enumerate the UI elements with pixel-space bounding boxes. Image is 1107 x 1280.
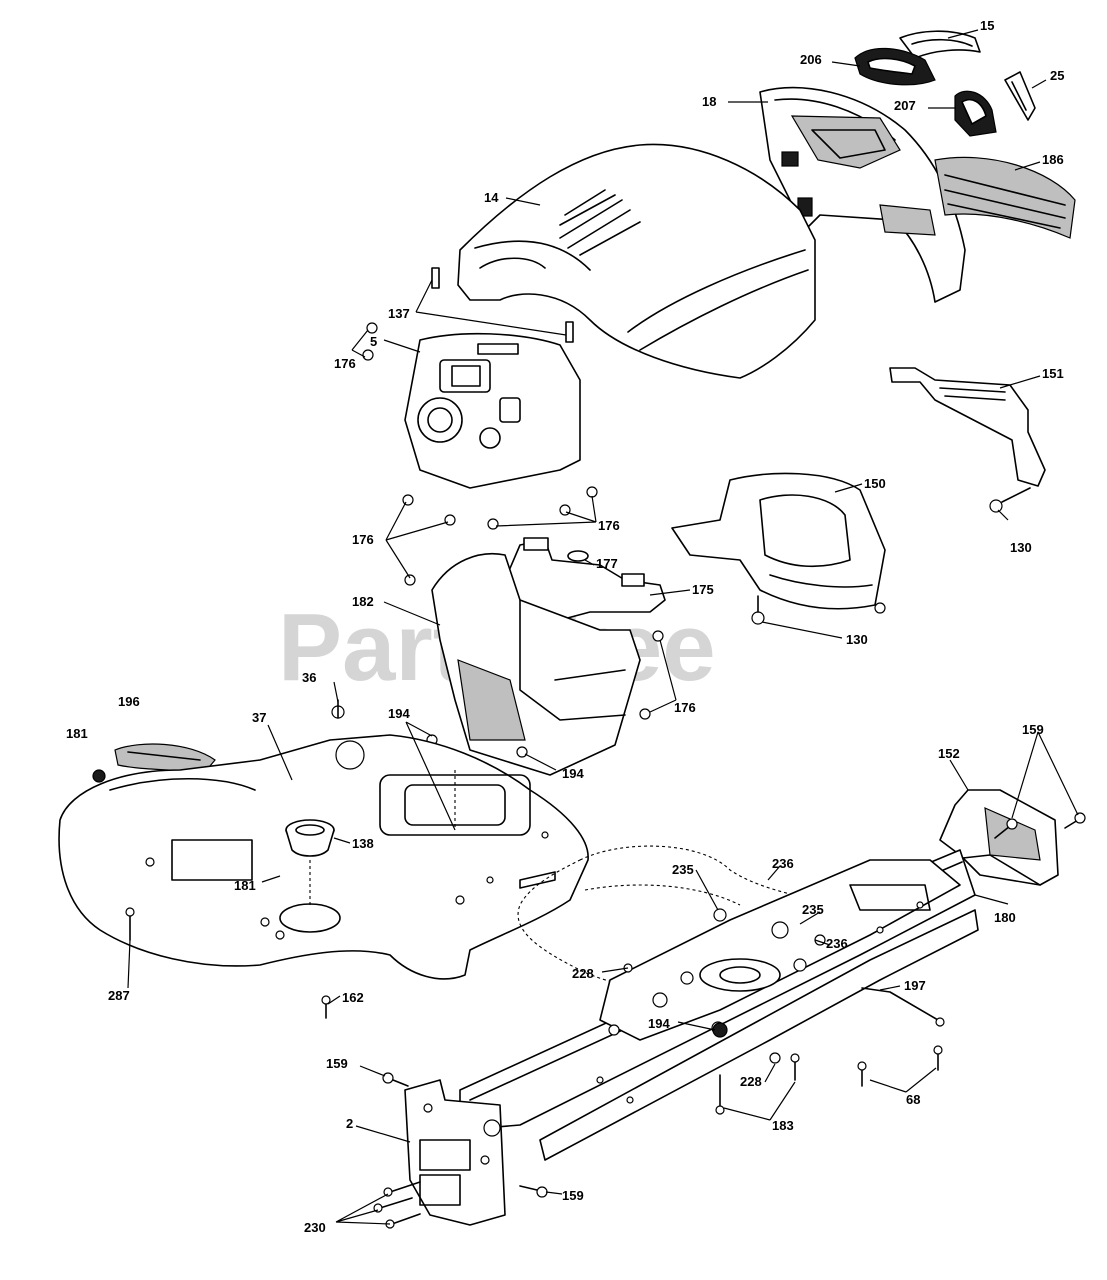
part-197-rod [861, 987, 945, 1027]
fasteners-lower [125, 770, 456, 1019]
callout-194-b: 194 [562, 766, 584, 781]
callout-180: 180 [994, 910, 1016, 925]
part-25-bracket [1004, 71, 1036, 121]
callout-197: 197 [904, 978, 926, 993]
callout-162: 162 [342, 990, 364, 1005]
callout-183: 183 [772, 1118, 794, 1133]
callout-194-a: 194 [388, 706, 410, 721]
fasteners-frame [373, 963, 943, 1229]
callout-176-b: 176 [598, 518, 620, 533]
callout-138: 138 [352, 836, 374, 851]
drive-belt [517, 845, 854, 989]
callout-159-b: 159 [326, 1056, 348, 1071]
leader-lines [127, 29, 1079, 1225]
part-182-shroud [431, 553, 641, 776]
callout-2: 2 [346, 1116, 353, 1131]
part-150-housing [671, 472, 886, 610]
callout-130-a: 130 [1010, 540, 1032, 555]
callout-68: 68 [906, 1092, 920, 1107]
part-206-headlight [854, 47, 936, 86]
callout-15: 15 [980, 18, 994, 33]
callout-176-c: 176 [352, 532, 374, 547]
fasteners-159-rear [994, 812, 1086, 839]
callout-177: 177 [596, 556, 618, 571]
part-207-headlight [954, 90, 997, 137]
callout-25: 25 [1050, 68, 1064, 83]
callout-5: 5 [370, 334, 377, 349]
callout-287: 287 [108, 988, 130, 1003]
part-138-cup [285, 819, 335, 905]
callout-150: 150 [864, 476, 886, 491]
part-175-bracket [504, 537, 666, 621]
callout-207: 207 [894, 98, 916, 113]
callout-186: 186 [1042, 152, 1064, 167]
callout-181-b: 181 [234, 878, 256, 893]
part-5-dash [404, 332, 581, 489]
callout-236-a: 236 [772, 856, 794, 871]
part-14-hood [457, 143, 816, 379]
callout-159-c: 159 [562, 1188, 584, 1203]
callout-194-c: 194 [648, 1016, 670, 1031]
callout-235-b: 235 [802, 902, 824, 917]
callout-182: 182 [352, 594, 374, 609]
fasteners-130 [751, 487, 1031, 625]
callout-36: 36 [302, 670, 316, 685]
callout-176-d: 176 [674, 700, 696, 715]
callout-152: 152 [938, 746, 960, 761]
callout-175: 175 [692, 582, 714, 597]
callout-176-a: 176 [334, 356, 356, 371]
callout-230: 230 [304, 1220, 326, 1235]
part-186-grille [934, 156, 1076, 239]
callout-137: 137 [388, 306, 410, 321]
callout-236-b: 236 [826, 936, 848, 951]
part-37-floorpan [58, 734, 589, 980]
callout-206: 206 [800, 52, 822, 67]
callout-18: 18 [702, 94, 716, 109]
part-137-pads [431, 267, 574, 343]
part-151-bracket [889, 367, 1046, 487]
callout-181-a: 181 [66, 726, 88, 741]
part-2-frame [404, 849, 979, 1226]
part-18-hood-front [759, 86, 966, 303]
callout-14: 14 [484, 190, 499, 205]
callout-labels: 15 206 25 18 207 186 14 137 5 176 151 15… [66, 18, 1064, 1235]
callout-228-b: 228 [740, 1074, 762, 1089]
callout-159-a: 159 [1022, 722, 1044, 737]
part-152-rear-bracket [939, 789, 1059, 886]
callout-130-b: 130 [846, 632, 868, 647]
callout-228-a: 228 [572, 966, 594, 981]
callout-235-a: 235 [672, 862, 694, 877]
callout-196: 196 [118, 694, 140, 709]
callout-37: 37 [252, 710, 266, 725]
callout-151: 151 [1042, 366, 1064, 381]
part-15-trim [899, 30, 981, 59]
part-177-clip [567, 550, 589, 562]
